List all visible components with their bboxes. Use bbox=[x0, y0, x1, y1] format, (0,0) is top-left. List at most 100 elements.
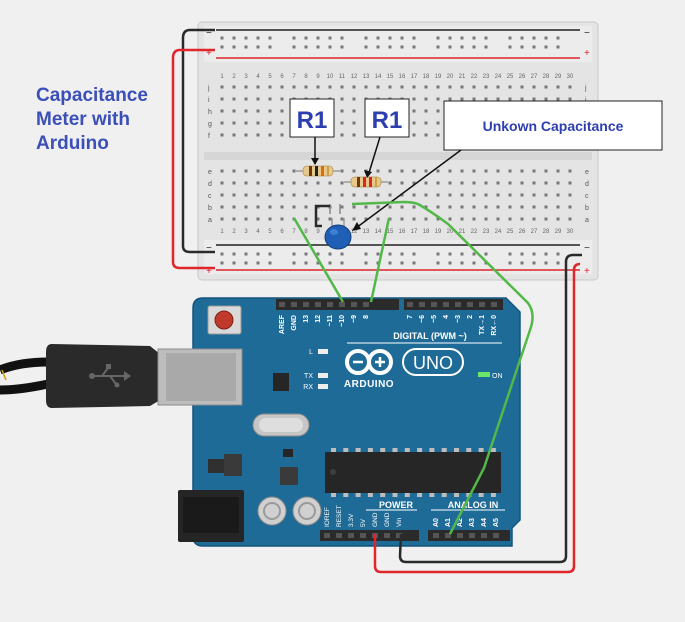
bb-col-number-bottom: 20 bbox=[447, 229, 454, 235]
bb-row-letter-left: e bbox=[208, 169, 212, 176]
bb-col-number-top: 19 bbox=[435, 74, 442, 80]
resistor-label-left: R1 bbox=[289, 98, 335, 138]
capacitor-ground-wire bbox=[314, 204, 330, 228]
small-ic-2 bbox=[283, 449, 293, 457]
breadboard-holes bbox=[220, 36, 572, 265]
bb-row-letter-left: h bbox=[208, 109, 212, 116]
bb-col-number-bottom: 18 bbox=[423, 229, 430, 235]
bb-col-number-bottom: 2 bbox=[232, 229, 236, 235]
bb-col-number-top: 13 bbox=[363, 74, 370, 80]
rail-plus-top-right: + bbox=[584, 48, 590, 59]
digital-pin bbox=[419, 302, 425, 307]
analog-pin-label: A3 bbox=[469, 518, 476, 527]
bb-col-number-top: 23 bbox=[483, 74, 490, 80]
breadboard-labels: jjiihhggffeeddccbbaa11223344556677889910… bbox=[207, 74, 589, 235]
red-wire-5v bbox=[373, 262, 581, 574]
bb-col-number-bottom: 9 bbox=[316, 229, 320, 235]
digital-pin-label: ~9 bbox=[351, 315, 358, 323]
digital-pin bbox=[279, 302, 285, 307]
bb-col-number-bottom: 6 bbox=[280, 229, 284, 235]
analog-label: ANALOG IN bbox=[448, 500, 499, 510]
bb-col-number-top: 8 bbox=[304, 74, 308, 80]
digital-pin bbox=[363, 302, 369, 307]
digital-pin-label: 7 bbox=[407, 315, 414, 319]
bb-row-letter-right: e bbox=[585, 169, 589, 176]
digital-pin-label: TX→1 bbox=[479, 315, 486, 335]
bb-col-number-top: 11 bbox=[339, 74, 346, 80]
led-tx bbox=[318, 373, 328, 378]
resistor-label-right-pointer bbox=[367, 136, 381, 177]
analog-pin-label: A0 bbox=[433, 518, 440, 527]
bb-col-number-bottom: 27 bbox=[531, 229, 538, 235]
bb-col-number-bottom: 23 bbox=[483, 229, 490, 235]
digital-pin-label: ~10 bbox=[339, 315, 346, 327]
led-l-label: L bbox=[309, 349, 313, 356]
led-rx bbox=[318, 384, 328, 389]
atmega-chip bbox=[325, 452, 501, 493]
bb-row-letter-right: j bbox=[584, 85, 587, 92]
digital-pin-label: 12 bbox=[315, 315, 322, 323]
rail-minus-bottom-left: − bbox=[206, 243, 212, 254]
power-pin-label: 3.3V bbox=[348, 513, 355, 527]
bb-col-number-bottom: 5 bbox=[268, 229, 272, 235]
power-header bbox=[320, 530, 419, 541]
digital-pin bbox=[327, 302, 333, 307]
electrolytic-capacitor-1 bbox=[257, 496, 287, 526]
bb-col-number-bottom: 3 bbox=[244, 229, 248, 235]
bb-row-letter-left: a bbox=[208, 217, 212, 224]
digital-pin-label: ~6 bbox=[419, 315, 426, 323]
rail-plus-top-left: + bbox=[206, 48, 212, 59]
power-pin-label: Vin bbox=[396, 517, 403, 527]
bb-row-letter-right: c bbox=[585, 193, 589, 200]
bb-col-number-bottom: 8 bbox=[304, 229, 308, 235]
analog-pin bbox=[469, 533, 475, 538]
digital-pin bbox=[303, 302, 309, 307]
analog-pin bbox=[481, 533, 487, 538]
power-pin-label: 5V bbox=[360, 518, 367, 527]
bb-col-number-top: 5 bbox=[268, 74, 272, 80]
power-pin-label: RESET bbox=[336, 505, 343, 527]
power-label: POWER bbox=[379, 500, 414, 510]
bb-col-number-top: 16 bbox=[399, 74, 406, 80]
left-black-jumper-wire bbox=[181, 28, 215, 254]
arduino-logo-icon bbox=[345, 349, 393, 375]
bb-col-number-top: 9 bbox=[316, 74, 320, 80]
analog-pin bbox=[433, 533, 439, 538]
digital-pin bbox=[315, 302, 321, 307]
bb-col-number-bottom: 1 bbox=[220, 229, 224, 235]
green-wire-a1 bbox=[351, 200, 534, 535]
digital-pin bbox=[291, 302, 297, 307]
digital-pin-label: ~5 bbox=[431, 315, 438, 323]
bb-row-letter-left: g bbox=[208, 121, 212, 128]
digital-pin bbox=[467, 302, 473, 307]
bb-col-number-top: 26 bbox=[519, 74, 526, 80]
bb-col-number-top: 22 bbox=[471, 74, 478, 80]
bb-col-number-top: 2 bbox=[232, 74, 236, 80]
digital-pin bbox=[443, 302, 449, 307]
digital-pin bbox=[455, 302, 461, 307]
digital-pin-label: ~11 bbox=[327, 315, 334, 327]
bb-col-number-top: 6 bbox=[280, 74, 284, 80]
bb-row-letter-right: a bbox=[585, 217, 589, 224]
unknown-capacitance-pointer bbox=[355, 149, 462, 229]
resistor-r1-left bbox=[296, 165, 340, 177]
bb-row-letter-left: i bbox=[208, 97, 210, 104]
bb-col-number-top: 10 bbox=[327, 74, 334, 80]
bb-row-letter-left: f bbox=[208, 133, 210, 140]
bb-col-number-bottom: 22 bbox=[471, 229, 478, 235]
small-ic-1 bbox=[273, 373, 289, 391]
diagram-title: Capacitance Meter with Arduino bbox=[36, 84, 148, 156]
power-pin bbox=[360, 533, 366, 538]
digital-header-left bbox=[276, 299, 399, 310]
bb-col-number-bottom: 24 bbox=[495, 229, 502, 235]
bb-col-number-top: 24 bbox=[495, 74, 502, 80]
power-pin bbox=[336, 533, 342, 538]
bb-col-number-bottom: 29 bbox=[555, 229, 562, 235]
led-tx-label: TX bbox=[304, 373, 313, 380]
bb-row-letter-left: c bbox=[208, 193, 212, 200]
bb-col-number-bottom: 15 bbox=[387, 229, 394, 235]
rail-minus-top-right: − bbox=[584, 28, 590, 39]
digital-pin bbox=[431, 302, 437, 307]
